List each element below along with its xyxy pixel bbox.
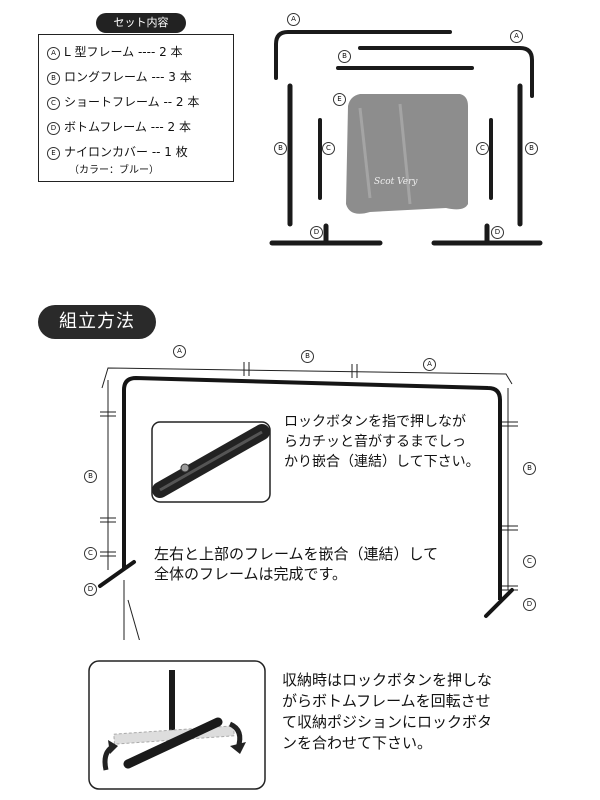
set-contents-title: セット内容: [96, 13, 186, 33]
assembly-title: 組立方法: [38, 305, 156, 339]
mark-d-assembly-left: D: [84, 583, 97, 596]
mark-e: E: [333, 93, 346, 106]
mark-b-top: B: [338, 50, 351, 63]
l-frame-left: [276, 32, 450, 78]
mark-c-assembly-left: C: [84, 547, 97, 560]
storage-instruction: 収納時はロックボタンを押しな がらボトムフレームを回転させ て収納ポジションにロ…: [282, 670, 492, 754]
mark-c-left: C: [322, 142, 335, 155]
mark-c-assembly-right: C: [523, 555, 536, 568]
mark-d-left: D: [310, 226, 323, 239]
l-frame-right: [360, 48, 532, 96]
mark-b-assembly-right: B: [523, 462, 536, 475]
mark-b-left: B: [274, 142, 287, 155]
cover-brand: Scot Very: [374, 177, 418, 187]
mark-a-top: A: [287, 13, 300, 26]
lock-instruction: ロックボタンを指で押しなが らカチッと音がするまでしっ かり嵌合（連結）して下さ…: [284, 412, 480, 472]
mark-b-assembly-left: B: [84, 470, 97, 483]
mark-d-right: D: [491, 226, 504, 239]
frame-instruction: 左右と上部のフレームを嵌合（連結）して 全体のフレームは完成です。: [154, 544, 438, 584]
mark-a-right: A: [510, 30, 523, 43]
mark-a-assembly-left: A: [173, 345, 186, 358]
mark-d-assembly-right: D: [523, 598, 536, 611]
parts-illustration: Scot Very: [250, 8, 600, 270]
mark-b-right: B: [525, 142, 538, 155]
left-foot: [100, 562, 134, 586]
storage-detail: [88, 660, 268, 792]
mark-a-assembly-right: A: [423, 358, 436, 371]
mark-b-assembly-top: B: [301, 350, 314, 363]
mark-c-right: C: [476, 142, 489, 155]
color-note: （カラー：ブルー）: [69, 161, 159, 176]
lock-button-icon: [181, 464, 189, 472]
